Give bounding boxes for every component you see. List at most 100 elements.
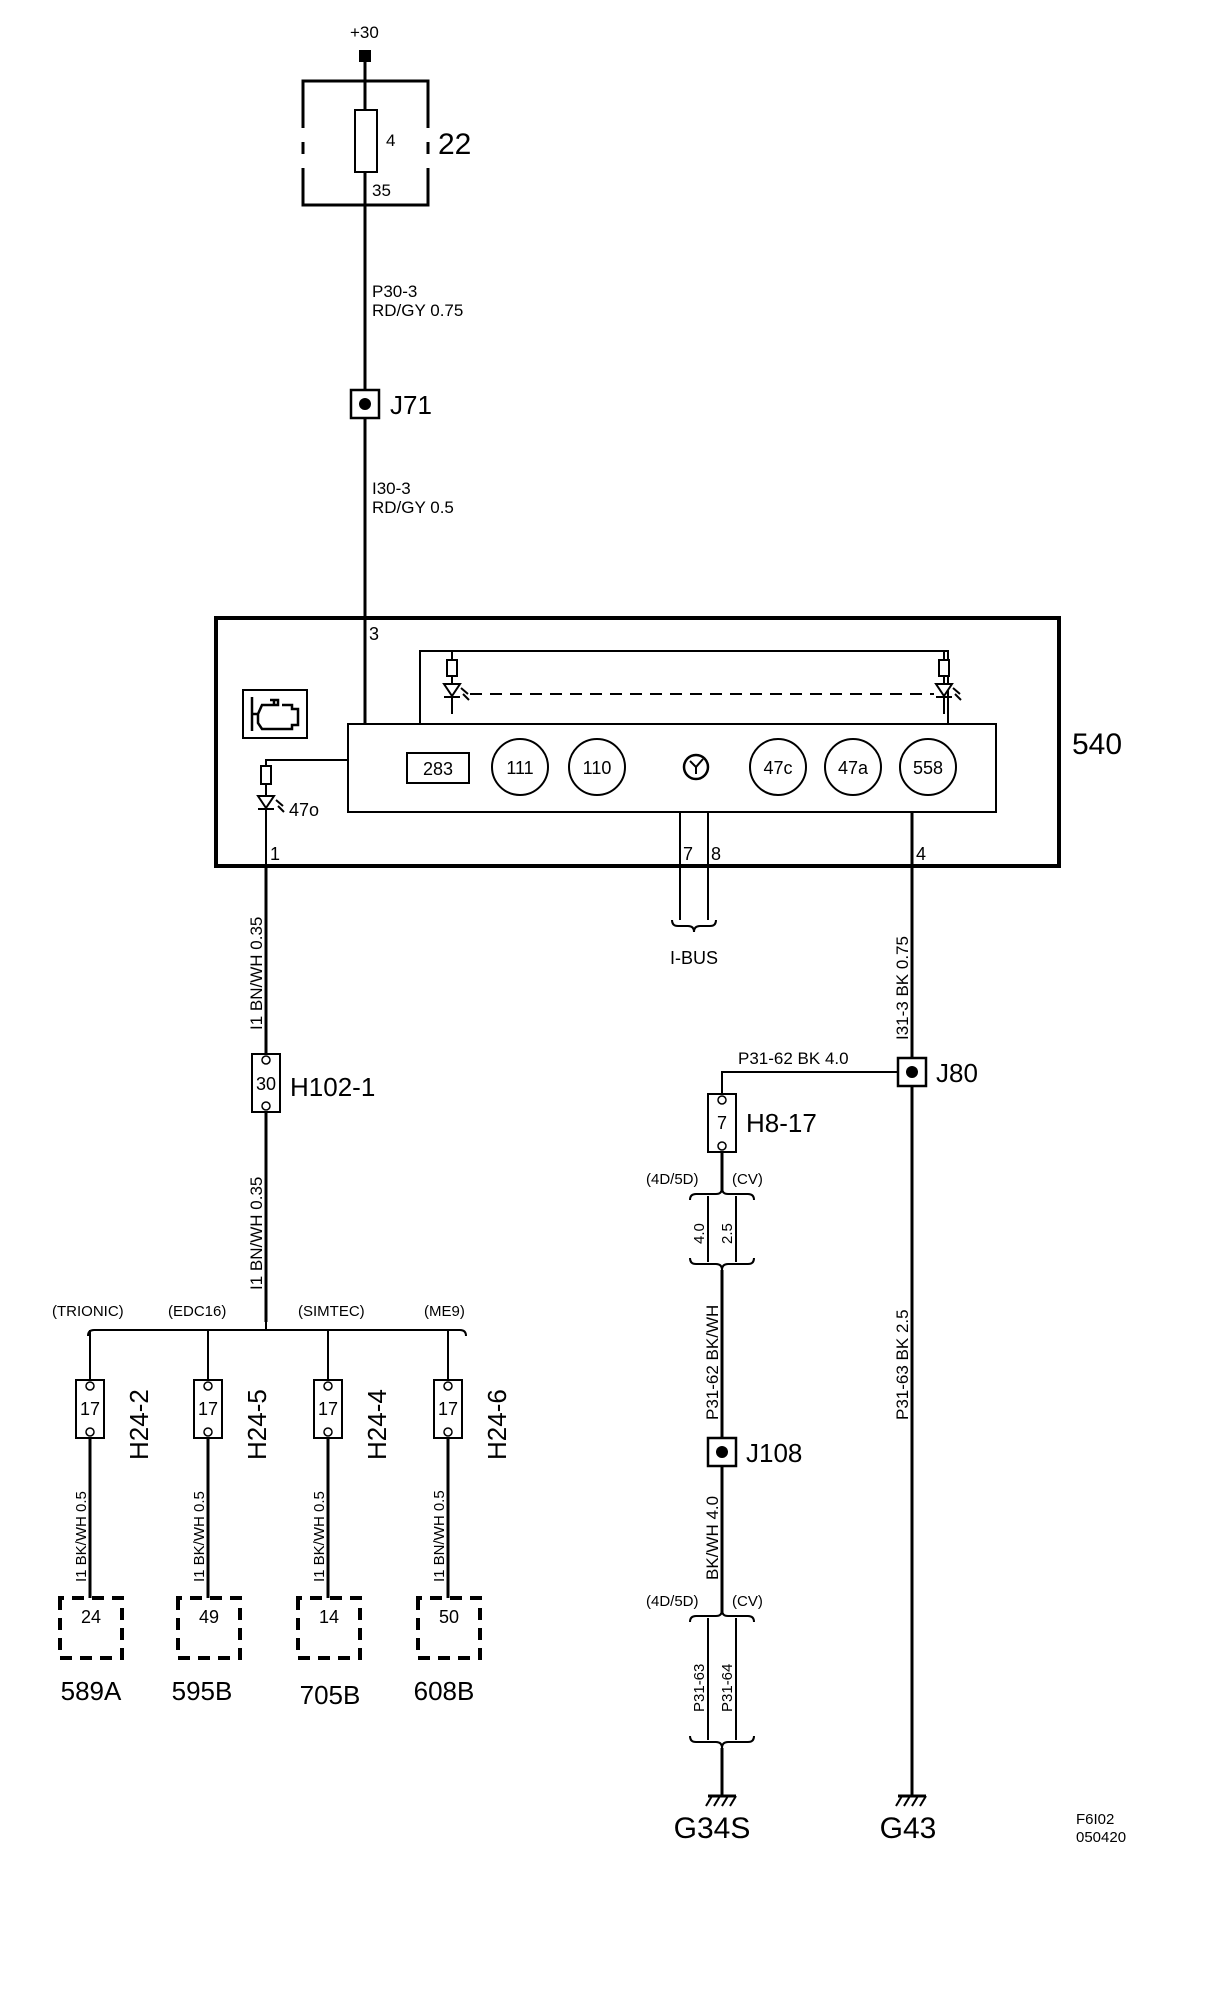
- module-540-outline: [214, 616, 1061, 868]
- variant-target-pin-trionic: 24: [81, 1607, 101, 1627]
- ground-g43-label: G43: [880, 1812, 937, 1845]
- figure-date: 050420: [1076, 1829, 1126, 1846]
- variant-pin-simtec: 17: [318, 1399, 338, 1419]
- ibus-label: I-BUS: [670, 948, 718, 968]
- fuse-element: [354, 109, 378, 173]
- indicator-111: 111: [506, 758, 533, 778]
- variant-upper-size-right: 2.5: [719, 1223, 736, 1244]
- variant-upper-left: (4D/5D): [646, 1171, 699, 1188]
- variant-upper-brace-top: [689, 1187, 755, 1201]
- variant-connector-trionic: H24-2: [124, 1389, 154, 1460]
- connector-h102-1-label: H102-1: [290, 1072, 375, 1102]
- junction-j71-dot: [359, 398, 371, 410]
- module-pin-supply: 3: [369, 624, 379, 644]
- indicator-283: 283: [423, 759, 453, 779]
- led-47o-icon: [256, 795, 285, 813]
- variant-wire-trionic: I1 BK/WH 0.5: [73, 1491, 90, 1582]
- fuse-box-label: 22: [438, 128, 471, 161]
- indicator-283-box: [406, 752, 470, 784]
- ground-g43-icon: [895, 1794, 927, 1807]
- variant-lower-brace-top: [689, 1609, 755, 1623]
- variant-branch-trionic: [58, 1330, 124, 1660]
- junction-j80-label: J80: [936, 1058, 978, 1088]
- variant-upper-brace-bottom: [689, 1257, 755, 1271]
- indicator-47a: 47a: [838, 758, 869, 778]
- led-47o-resistor: [260, 765, 272, 785]
- module-pin-bus-b: 8: [711, 844, 721, 864]
- wire-p31-62-mid-label: P31-62 BK/WH: [703, 1305, 722, 1420]
- variant-lower-wire-right: P31-64: [719, 1664, 736, 1712]
- wire-p31-62-top: [721, 1071, 898, 1094]
- variant-target-pin-edc16: 49: [199, 1607, 219, 1627]
- fuse-pin: 35: [372, 181, 391, 200]
- supply-terminal: [359, 50, 371, 62]
- variant-lower-brace-bottom: [689, 1735, 755, 1749]
- indicator-111-ring: [491, 738, 549, 796]
- variant-wire-edc16: I1 BK/WH 0.5: [191, 1491, 208, 1582]
- variant-system-trionic: (TRIONIC): [52, 1303, 124, 1320]
- wire-p30-spec: RD/GY 0.75: [372, 301, 463, 320]
- junction-j80-dot: [906, 1066, 918, 1078]
- ground-g34s-label: G34S: [674, 1812, 751, 1845]
- variant-upper-size-left: 4.0: [691, 1223, 708, 1244]
- connector-h102-1-pin: 30: [256, 1074, 276, 1094]
- variant-pin-edc16: 17: [198, 1399, 218, 1419]
- variant-lower-left: (4D/5D): [646, 1593, 699, 1610]
- variant-wire-me9: I1 BN/WH 0.5: [431, 1490, 448, 1582]
- variant-target-trionic: 589A: [61, 1676, 122, 1706]
- ibus-brace: [671, 919, 717, 933]
- network-icon: [682, 753, 710, 781]
- wire-led-upper-label: I1 BN/WH 0.35: [247, 917, 266, 1030]
- variant-branch-simtec: [296, 1330, 362, 1660]
- indicator-558: 558: [913, 758, 943, 778]
- junction-j108-dot: [716, 1446, 728, 1458]
- supply-label: +30: [350, 23, 379, 42]
- variant-system-me9: (ME9): [424, 1303, 465, 1320]
- module-pin-bus-a: 7: [683, 844, 693, 864]
- wire-p30-code: P30-3: [372, 282, 417, 301]
- figure-id: F6I02: [1076, 1811, 1114, 1828]
- ground-g34s-icon: [705, 1794, 737, 1807]
- variant-target-pin-simtec: 14: [319, 1607, 339, 1627]
- indicator-110: 110: [583, 758, 612, 778]
- variant-target-pin-me9: 50: [439, 1607, 459, 1627]
- module-pin-ground: 4: [916, 844, 926, 864]
- led-47o-wire: [265, 759, 348, 766]
- junction-j71-box: [349, 388, 381, 420]
- variant-branch-edc16: [176, 1330, 242, 1660]
- wire-i30-spec: RD/GY 0.5: [372, 498, 454, 517]
- indicator-558-ring: [899, 738, 957, 796]
- variant-target-edc16: 595B: [172, 1676, 233, 1706]
- module-pin-led: 1: [270, 844, 280, 864]
- wire-p31-62-top-label: P31-62 BK 4.0: [738, 1049, 849, 1068]
- variant-connector-edc16: H24-5: [242, 1389, 272, 1460]
- variant-target-me9: 608B: [414, 1676, 475, 1706]
- led-47o-label: 47o: [289, 800, 319, 820]
- variant-lower-wire-left: P31-63: [691, 1664, 708, 1712]
- indicator-110-ring: [568, 738, 626, 796]
- led-pair-circuit: [419, 650, 962, 724]
- variant-branch-me9: [416, 1330, 482, 1660]
- wire-led-lower-label: I1 BN/WH 0.35: [247, 1177, 266, 1290]
- variant-system-simtec: (SIMTEC): [298, 1303, 365, 1320]
- junction-j71-label: J71: [390, 390, 432, 420]
- check-engine-icon: [242, 689, 308, 739]
- variant-system-edc16: (EDC16): [168, 1303, 226, 1320]
- variant-wire-simtec: I1 BK/WH 0.5: [311, 1491, 328, 1582]
- wire-p31-63-label: P31-63 BK 2.5: [893, 1309, 912, 1420]
- wire-i30-code: I30-3: [372, 479, 411, 498]
- module-540-label: 540: [1072, 728, 1122, 761]
- indicator-47c-ring: [749, 738, 807, 796]
- connector-h8-17-pin: 7: [717, 1113, 727, 1133]
- variant-upper-right: (CV): [732, 1171, 763, 1188]
- variant-pin-trionic: 17: [80, 1399, 100, 1419]
- variant-bus: [87, 1329, 467, 1337]
- indicator-47a-ring: [824, 738, 882, 796]
- indicator-47c: 47c: [763, 758, 792, 778]
- wire-i31-3-label: I31-3 BK 0.75: [893, 936, 912, 1040]
- variant-lower-right: (CV): [732, 1593, 763, 1610]
- fuse-number: 4: [386, 131, 395, 150]
- variant-pin-me9: 17: [438, 1399, 458, 1419]
- junction-j108-label: J108: [746, 1438, 802, 1468]
